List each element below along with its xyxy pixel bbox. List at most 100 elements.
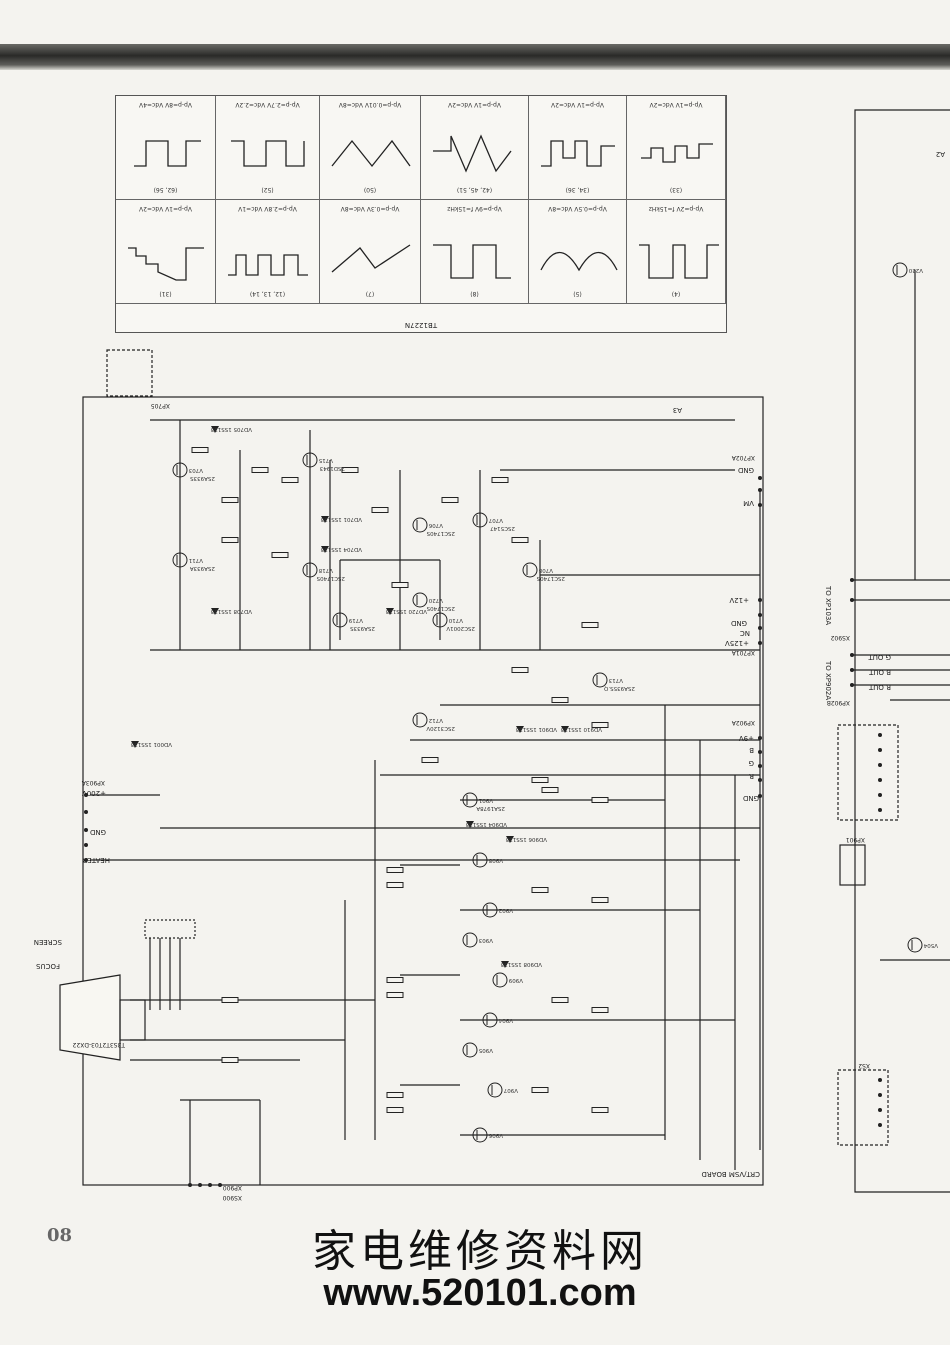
section-label-a3: A3 xyxy=(673,406,682,414)
connector-pin xyxy=(850,578,854,582)
connector-label: XS902 xyxy=(830,634,850,641)
transistor-symbol xyxy=(172,462,188,478)
transistor-label: V904 xyxy=(498,1017,513,1023)
diode-symbol xyxy=(131,741,139,748)
transistor-symbol xyxy=(487,1082,503,1098)
transistor-symbol xyxy=(302,562,318,578)
label-nc: NC xyxy=(740,629,750,637)
waveform-trace xyxy=(541,140,615,167)
label-to-xp103a: TO XP103A xyxy=(824,585,832,625)
connector-pin xyxy=(758,598,762,602)
waveform-trace xyxy=(433,244,511,279)
transistor-part-number: 2SC2001V xyxy=(446,625,475,631)
connector-label: XP903A xyxy=(81,779,105,786)
diode-symbol xyxy=(516,726,524,733)
waveform-cell: Vp-p=9V f=15kHz(8) xyxy=(421,200,529,304)
diode-symbol xyxy=(211,608,219,615)
right-board-outline xyxy=(854,109,950,1193)
connector-pin xyxy=(198,1183,202,1187)
transistor-part-number: 2SA933A xyxy=(190,565,215,571)
label-gnd-1: GND xyxy=(738,466,754,474)
waveform-trace xyxy=(433,134,512,173)
diode-label: VD910 1SS133 xyxy=(560,726,602,732)
transistor-label: V901 xyxy=(479,797,493,803)
connector-pin xyxy=(188,1183,192,1187)
board-outline xyxy=(82,396,764,1186)
transistor-part-number: 2SC1740S xyxy=(536,575,565,581)
transistor-part-number: 2SA1978A xyxy=(476,805,505,811)
connector-pin xyxy=(758,626,762,630)
waveform-table: Vp-p=8V Vdc=4V(62, 56)Vp-p=2.7V Vdc=2.2V… xyxy=(115,95,727,333)
waveform-cell: Vp-p=8V Vdc=4V(62, 56) xyxy=(116,96,216,200)
resistor-symbol xyxy=(371,507,389,513)
label-gnd-4: GND xyxy=(90,828,106,836)
connector-pin xyxy=(878,793,882,797)
resistor-symbol xyxy=(591,897,609,903)
resistor-symbol xyxy=(591,797,609,803)
waveform-cell: Vp-p=1V Vdc=2V(34, 36) xyxy=(529,96,627,200)
resistor-symbol xyxy=(221,537,239,543)
transistor-symbol xyxy=(432,612,448,628)
connector-pin xyxy=(850,683,854,687)
transistor-symbol xyxy=(302,452,318,468)
resistor-symbol xyxy=(581,622,599,628)
transistor-part-number: 2SC1740S xyxy=(426,530,455,536)
transistor-symbol xyxy=(332,612,348,628)
waveform-cell: Vp-p=1V Vdc=2V(42, 45, 51) xyxy=(421,96,529,200)
transistor-label: V718 xyxy=(318,567,333,573)
diode-symbol xyxy=(321,516,329,523)
transistor-label: V719 xyxy=(348,617,363,623)
diode-symbol xyxy=(561,726,569,733)
resistor-symbol xyxy=(386,992,404,998)
connector-pin xyxy=(878,1093,882,1097)
connector-pin xyxy=(758,476,762,480)
watermark-chinese: 家电维修资料网 xyxy=(312,1226,648,1277)
diode-label: VD720 1SS133 xyxy=(385,608,427,614)
transistor-symbol xyxy=(462,1042,478,1058)
transistor-label: V712 xyxy=(429,717,443,723)
connector-label: XP705 xyxy=(151,402,170,409)
connector-pin xyxy=(84,793,88,797)
waveform-cell: Vp-p=0.3V Vdc=8V(7) xyxy=(320,200,421,304)
transistor-label: V908 xyxy=(488,857,503,863)
resistor-symbol xyxy=(531,1087,549,1093)
connector-label: XP701A xyxy=(731,649,755,656)
connector-pin xyxy=(878,1078,882,1082)
label-r-out: R OUT xyxy=(868,683,891,691)
connector-pin xyxy=(878,748,882,752)
label-heater: HEATER xyxy=(82,856,110,864)
label-12v: +12V xyxy=(729,596,749,604)
diode-symbol xyxy=(466,821,474,828)
label-gnd-3: GND xyxy=(743,794,759,802)
transistor-part-number: 2SC5147 xyxy=(490,525,515,531)
label-screen: SCREEN xyxy=(34,938,62,946)
diode-label: VD704 1SS133 xyxy=(320,546,362,552)
label-b: B xyxy=(749,746,754,754)
resistor-symbol xyxy=(591,722,609,728)
resistor-symbol xyxy=(251,467,269,473)
connector-pin xyxy=(84,810,88,814)
transistor-label: V713 xyxy=(608,677,623,683)
transistor-symbol xyxy=(472,1127,488,1143)
connector-label: XP902A xyxy=(731,719,755,726)
transistor-symbol xyxy=(412,592,428,608)
waveform-cell: Vp-p=0.5V Vdc=8V(5) xyxy=(529,200,627,304)
resistor-symbol xyxy=(386,867,404,873)
transistor-part-number: 2SA935S.Q xyxy=(603,685,635,691)
connector-pin xyxy=(84,858,88,862)
watermark-url: www.520101.com xyxy=(323,1272,637,1314)
connector-pin xyxy=(758,503,762,507)
resistor-symbol xyxy=(591,1107,609,1113)
resistor-symbol xyxy=(191,447,209,453)
transistor-label: V903 xyxy=(478,937,493,943)
transistor-label: V220 xyxy=(908,267,923,273)
waveform-trace xyxy=(331,244,411,273)
transistor-label: V711 xyxy=(189,557,203,563)
transistor-symbol xyxy=(412,517,428,533)
transistor-part-number: 2SC1740S xyxy=(316,575,345,581)
waveform-cell: Vp-p=2.8V Vdc=1V(12, 13, 14) xyxy=(216,200,320,304)
connector-pin xyxy=(758,641,762,645)
connector-pin xyxy=(208,1183,212,1187)
transistor-symbol xyxy=(892,262,908,278)
